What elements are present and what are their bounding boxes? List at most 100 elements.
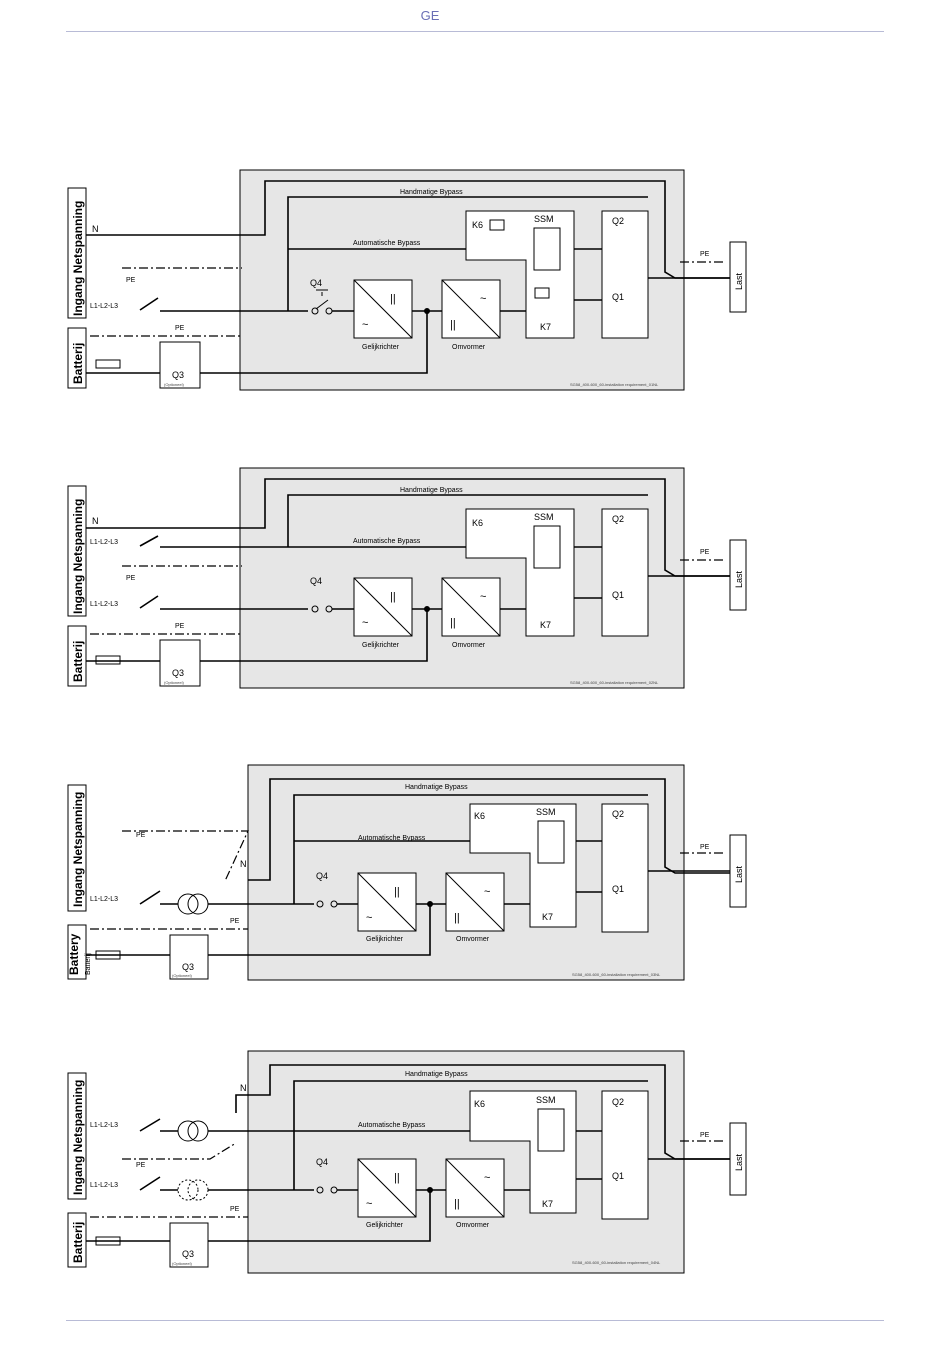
mains-input-label: Ingang Netspanning [71,499,85,614]
diagram-3: Ingang Netspanning Battery Batterij Hand… [60,755,760,985]
svg-text:||: || [390,293,396,305]
svg-text:||: || [450,319,456,331]
pe-label-load: PE [700,251,710,258]
q1-label: Q1 [612,590,624,600]
pe-label: PE [126,277,136,284]
k7-label: K7 [542,1199,553,1209]
pe-label-battery: PE [230,918,240,925]
q4-label: Q4 [316,871,328,881]
rectifier-label: Gelijkrichter [366,936,404,943]
q4-label: Q4 [316,1157,328,1167]
svg-text:~: ~ [366,1198,372,1210]
pe-label-battery: PE [175,623,185,630]
k6-label: K6 [474,811,485,821]
svg-text:~: ~ [480,591,486,603]
phases-label: L1-L2-L3 [90,896,118,903]
inverter-label: Omvormer [452,642,486,649]
diagram-4: Ingang Netspanning Batterij Handmatige B… [60,1043,760,1283]
q1-label: Q1 [612,1171,624,1181]
q3-optional-label: (Optioneel) [172,1261,192,1266]
mains-input-label: Ingang Netspanning [71,792,85,907]
k6-label: K6 [472,518,483,528]
svg-text:~: ~ [366,912,372,924]
auto-bypass-label: Automatische Bypass [353,240,421,247]
footer-rule [66,1320,884,1321]
load-label: Last [734,272,744,290]
svg-text:||: || [390,591,396,603]
q3-optional-label: (Optioneel) [172,973,192,978]
svg-text:||: || [454,1198,460,1210]
svg-text:||: || [454,912,460,924]
pe-label: PE [136,832,146,839]
q3-label: Q3 [182,1249,194,1259]
header-rule [66,31,884,32]
load-label: Last [734,865,744,883]
svg-text:||: || [394,1172,400,1184]
q4-label: Q4 [310,278,322,288]
neutral-label: N [92,224,99,234]
load-box [729,241,747,313]
q2-label: Q2 [612,809,624,819]
auto-bypass-label: Automatische Bypass [353,538,421,545]
output-switch-box [601,210,649,339]
battery-label: Batterij [71,641,85,682]
pe-label-load: PE [700,1132,710,1139]
q2-label: Q2 [612,216,624,226]
q1-label: Q1 [612,292,624,302]
q1-label: Q1 [612,884,624,894]
ssm-label: SSM [534,214,554,224]
svg-text:||: || [450,617,456,629]
static-switch-box [465,210,575,339]
load-label: Last [734,570,744,588]
inverter-label: Omvormer [456,1222,490,1229]
battery-label-2: Batterij [85,953,92,975]
ssm-label: SSM [536,1095,556,1105]
q2-label: Q2 [612,514,624,524]
svg-text:||: || [394,886,400,898]
header-brand: GE [420,8,440,23]
phases-label-bypass: L1-L2-L3 [90,1122,118,1129]
load-label: Last [734,1153,744,1171]
svg-text:~: ~ [362,319,368,331]
q3-label: Q3 [182,962,194,972]
q4-label: Q4 [310,576,322,586]
phases-label-bypass: L1-L2-L3 [90,539,118,546]
auto-bypass-label: Automatische Bypass [358,835,426,842]
q3-box [159,341,201,389]
svg-text:~: ~ [480,293,486,305]
rectifier-label: Gelijkrichter [362,642,400,649]
q2-label: Q2 [612,1097,624,1107]
phases-label: L1-L2-L3 [90,1182,118,1189]
drawing-ref: SG58_400-600_60-installation requirement… [570,680,659,685]
battery-label: Batterij [71,1222,85,1263]
q3-optional-label: (Optioneel) [164,680,184,685]
rectifier-label: Gelijkrichter [366,1222,404,1229]
phases-label: L1-L2-L3 [90,601,118,608]
k7-label: K7 [542,912,553,922]
battery-label: Batterij [71,343,85,384]
auto-bypass-label: Automatische Bypass [358,1122,426,1129]
k6-label: K6 [472,220,483,230]
neutral-label: N [240,859,247,869]
pe-label-battery: PE [175,325,185,332]
pe-label: PE [136,1162,146,1169]
k7-label: K7 [540,322,551,332]
q3-label: Q3 [172,668,184,678]
mains-input-box [67,187,87,319]
battery-label: Battery [67,933,81,975]
q3-label: Q3 [172,370,184,380]
ssm-label: SSM [534,512,554,522]
rectifier-label: Gelijkrichter [362,344,400,351]
neutral-label: N [240,1083,247,1093]
manual-bypass-label: Handmatige Bypass [400,189,463,196]
battery-box [67,327,87,389]
mains-input-label: Ingang Netspanning [71,201,85,316]
drawing-ref: SG58_400-600_60-installation requirement… [570,382,659,387]
ssm-label: SSM [536,807,556,817]
q3-optional-label: (Optioneel) [164,382,184,387]
k7-label: K7 [540,620,551,630]
pe-label-load: PE [700,549,710,556]
pe-label: PE [126,575,136,582]
svg-text:~: ~ [362,617,368,629]
drawing-ref: SG58_400-600_60-installation requirement… [572,972,661,977]
